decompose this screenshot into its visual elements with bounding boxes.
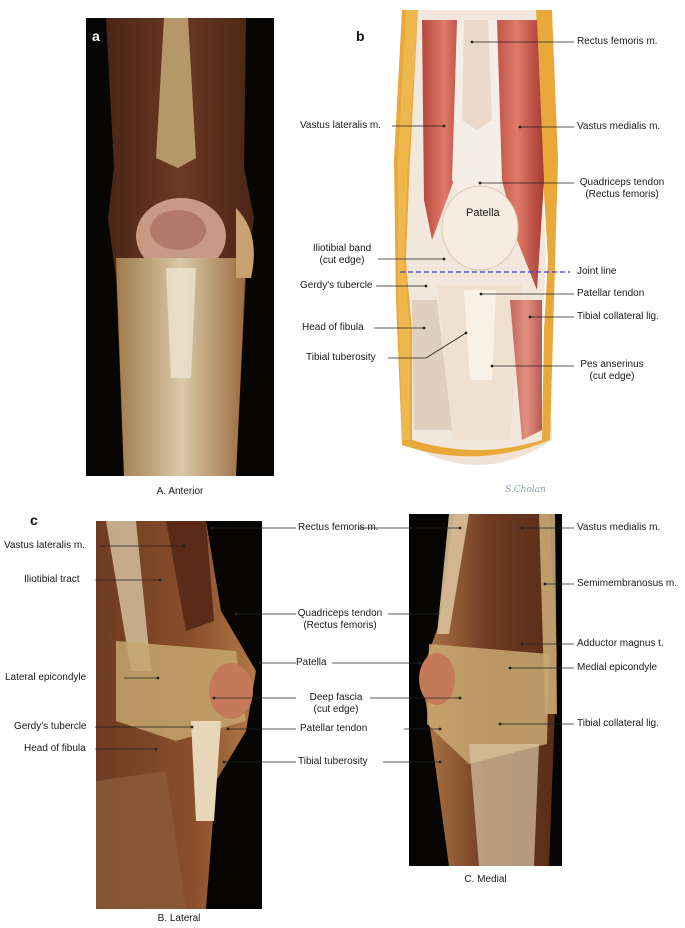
label-c-iliotibial-tract: Iliotibial tract [24,574,80,585]
label-c-rectus-femoris: Rectus femoris m. [298,522,379,533]
label-c-tibial-tuberosity: Tibial tuberosity [298,756,368,767]
label-c-deep-fascia: Deep fascia (cut edge) [300,692,372,716]
label-b-iliotibial-band: Iliotibial band (cut edge) [306,243,378,267]
label-c-deep-fascia-line2: (cut edge) [313,704,359,715]
panel-letter-b: b [356,28,365,44]
caption-anterior: A. Anterior [156,486,204,497]
label-b-patellar-tendon: Patellar tendon [577,288,645,299]
medial-knee-photo [409,514,562,866]
label-b-iliotibial-band-line2: (cut edge) [319,255,365,266]
label-b-gerdys-tubercle: Gerdy's tubercle [300,280,373,291]
label-b-head-of-fibula: Head of fibula [302,322,364,333]
label-c-quadriceps-tendon: Quadriceps tendon (Rectus femoris) [290,608,390,632]
label-b-pes-anserinus-line2: (cut edge) [589,371,635,382]
label-c-gerdys-tubercle: Gerdy's tubercle [14,721,87,732]
label-c-lateral-epicondyle: Lateral epicondyle [5,672,87,683]
label-b-joint-line: Joint line [577,266,617,277]
lateral-knee-photo [96,521,262,909]
label-b-iliotibial-band-line1: Iliotibial band [312,243,372,254]
anterior-knee-illustration [392,0,562,475]
label-c-quadriceps-tendon-line1: Quadriceps tendon [297,608,383,619]
label-c-patellar-tendon: Patellar tendon [300,723,368,734]
label-c-adductor-magnus: Adductor magnus t. [577,638,664,649]
label-b-rectus-femoris: Rectus femoris m. [577,36,658,47]
label-c-deep-fascia-line1: Deep fascia [309,692,363,703]
label-b-quadriceps-tendon-line1: Quadriceps tendon [579,177,665,188]
label-c-head-of-fibula: Head of fibula [24,743,86,754]
label-b-vastus-lateralis: Vastus lateralis m. [300,120,381,131]
label-b-quadriceps-tendon: Quadriceps tendon (Rectus femoris) [572,177,672,201]
caption-lateral: B. Lateral [157,913,201,924]
label-c-quadriceps-tendon-line2: (Rectus femoris) [303,620,377,631]
panel-letter-c: c [30,512,38,528]
illustrator-signature: S.Cholan [505,485,546,495]
label-b-quadriceps-tendon-line2: (Rectus femoris) [585,189,659,200]
label-b-tibial-tuberosity: Tibial tuberosity [306,352,376,363]
label-c-patella: Patella [296,657,327,668]
label-c-semimembranosus: Semimembranosus m. [577,578,678,589]
label-b-pes-anserinus-line1: Pes anserinus [580,359,644,370]
panel-letter-a: a [92,28,100,44]
label-b-pes-anserinus: Pes anserinus (cut edge) [572,359,652,383]
label-c-medial-epicondyle: Medial epicondyle [577,662,658,673]
label-b-tibial-collateral: Tibial collateral lig. [577,311,659,322]
caption-medial: C. Medial [464,874,507,885]
label-b-vastus-medialis: Vastus medialis m. [577,121,661,132]
label-b-patella: Patella [466,207,500,219]
anterior-knee-photo [86,18,274,476]
label-c-vastus-lateralis: Vastus lateralis m. [4,540,85,551]
label-c-vastus-medialis: Vastus medialis m. [577,522,661,533]
label-c-tibial-collateral: Tibial collateral lig. [577,718,659,729]
